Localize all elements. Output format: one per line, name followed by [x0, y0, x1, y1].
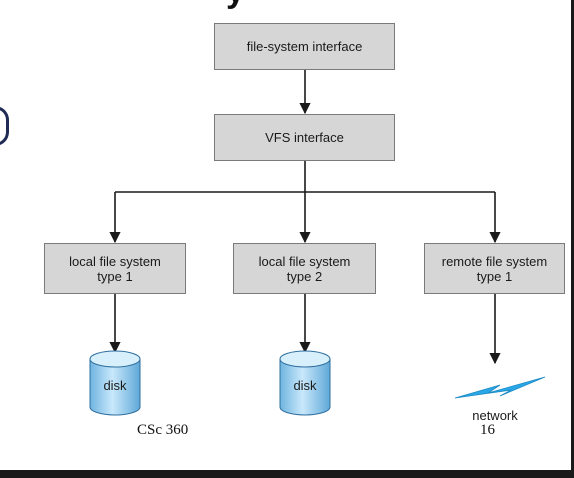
- local-fs-type2-line1: local file system: [258, 253, 351, 269]
- remote-fs-type1-line1: remote file system: [441, 253, 548, 269]
- local-fs-type2-line2: type 2: [286, 268, 323, 284]
- local-fs-type1-box: local file system type 1: [44, 243, 186, 294]
- vfs-interface-box: VFS interface: [214, 114, 395, 161]
- local-fs-type1-line1: local file system: [69, 253, 161, 269]
- footer-page-number: 16: [480, 422, 495, 438]
- vfs-interface-label: VFS interface: [265, 130, 344, 145]
- disk-2-cylinder: [279, 350, 331, 416]
- network-bolt-icon: [454, 376, 546, 399]
- disk-1-cylinder: [89, 350, 141, 416]
- local-fs-type2-box: local file system type 2: [233, 243, 376, 294]
- filesystem-interface-label: file-system interface: [246, 39, 363, 54]
- remote-fs-type1-line2: type 1: [476, 268, 513, 284]
- disk-2-label: disk: [293, 378, 317, 393]
- footer-course: CSc 360: [137, 422, 189, 438]
- network-label: network: [472, 408, 518, 423]
- local-fs-type1-line2: type 1: [97, 268, 133, 284]
- slide-border-right: [571, 0, 574, 470]
- remote-fs-type1-box: remote file system type 1: [424, 243, 565, 294]
- disk-1-label: disk: [103, 378, 127, 393]
- filesystem-interface-box: file-system interface: [214, 23, 395, 70]
- slide-border-bottom: [0, 470, 574, 478]
- slide-title-fragment: y: [226, 0, 272, 8]
